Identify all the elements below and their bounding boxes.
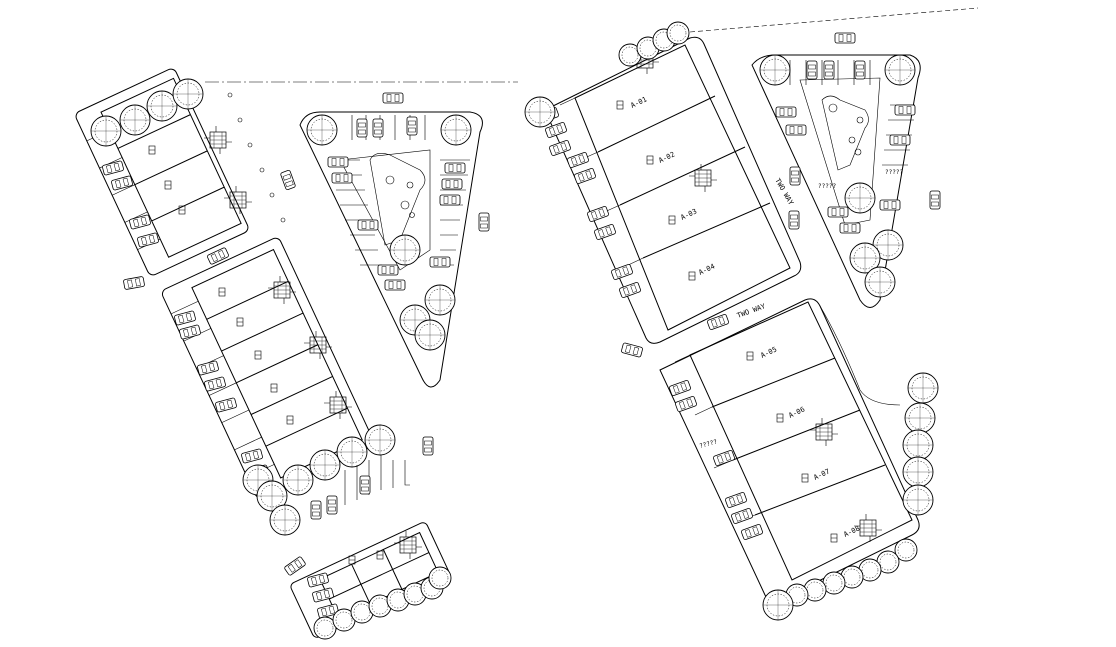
unit-label-a02: A-02: [657, 150, 676, 164]
unit-label-a07: A-07: [812, 467, 831, 481]
bollards-1: [227, 92, 286, 223]
unit-label-a03: A-03: [679, 207, 698, 221]
unit-label-a01: A-01: [629, 95, 648, 109]
road-label-lower: TWO WAY: [736, 302, 767, 320]
right-complex: A-01 A-02 A-03 A-04 TWO WAY: [524, 7, 979, 621]
unit-label-a04: A-04: [697, 262, 716, 276]
left-complex: [75, 68, 518, 640]
annotation-marks-3: ?????: [699, 438, 719, 450]
unit-label-a06: A-06: [787, 405, 806, 419]
annotation-marks-1: ?????: [818, 183, 836, 190]
building-a01-a04: [544, 36, 802, 344]
unit-label-a08: A-08: [842, 524, 861, 538]
unit-label-a05: A-05: [759, 345, 778, 359]
building-block-1: [75, 68, 249, 276]
annotation-marks-2: ?????: [885, 169, 903, 176]
